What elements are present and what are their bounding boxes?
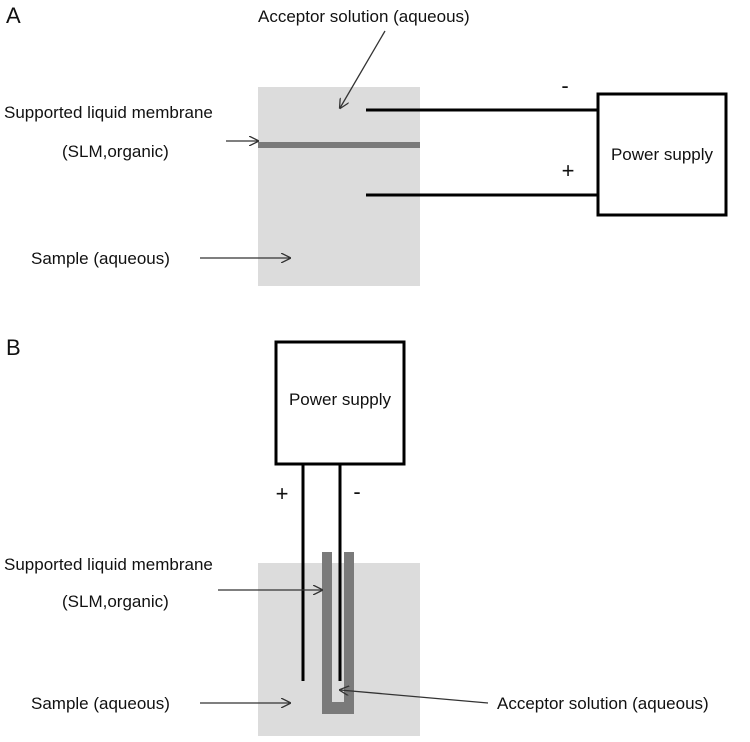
acceptor-arrow	[340, 30, 386, 108]
slm-label-line2: (SLM,organic)	[62, 592, 169, 611]
power-supply-label: Power supply	[611, 145, 714, 164]
supported-liquid-membrane-tube	[322, 552, 354, 714]
power-supply-label: Power supply	[289, 390, 392, 409]
plus-sign: +	[562, 158, 575, 183]
power-supply-box	[274, 340, 406, 466]
sample-container	[258, 87, 420, 286]
plus-sign: +	[276, 481, 289, 506]
panel-b: B Power supply + - Supported liquid memb…	[4, 335, 709, 736]
panel-a-label: A	[6, 3, 21, 28]
supported-liquid-membrane	[258, 142, 420, 148]
panel-b-label: B	[6, 335, 21, 360]
power-supply-box	[596, 92, 728, 217]
slm-label-line1: Supported liquid membrane	[4, 555, 213, 574]
slm-label-line1: Supported liquid membrane	[4, 103, 213, 122]
acceptor-solution-label: Acceptor solution (aqueous)	[258, 7, 470, 26]
minus-sign: -	[561, 73, 568, 98]
slm-label-line2: (SLM,organic)	[62, 142, 169, 161]
panel-a: A Power supply - + Acceptor solution (aq…	[4, 3, 728, 286]
acceptor-solution-label: Acceptor solution (aqueous)	[497, 694, 709, 713]
acceptor-arrow	[340, 690, 489, 704]
sample-label: Sample (aqueous)	[31, 249, 170, 268]
sample-label: Sample (aqueous)	[31, 694, 170, 713]
minus-sign: -	[353, 479, 360, 504]
